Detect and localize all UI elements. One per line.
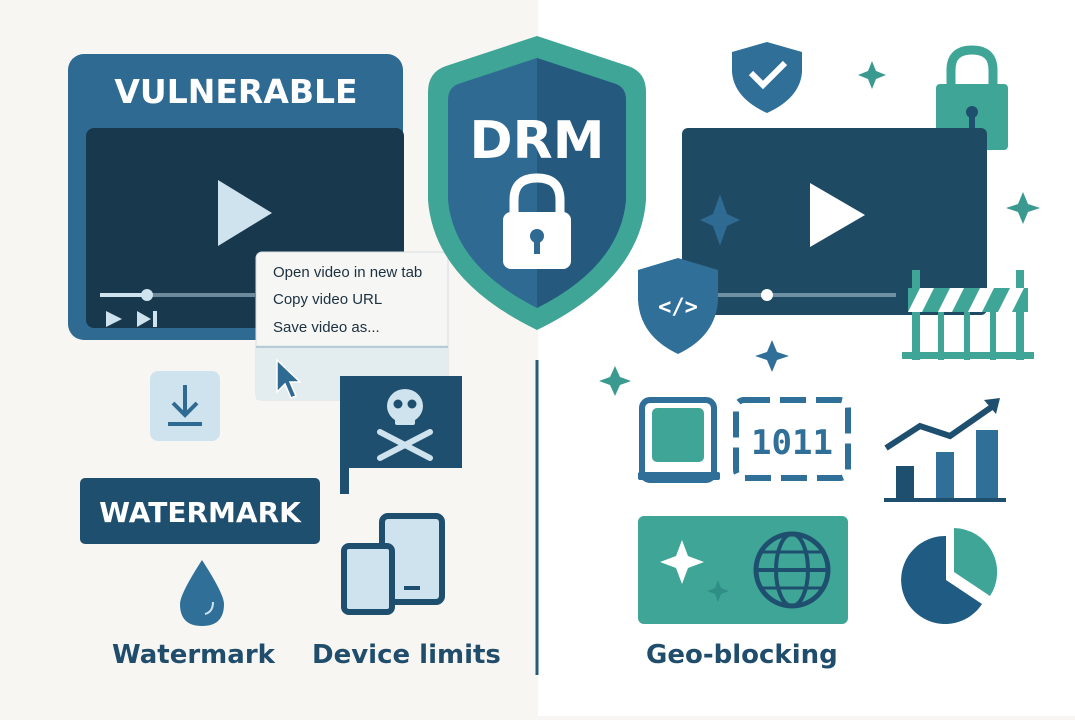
sparkle-icon [1006, 192, 1040, 224]
protected-play-icon[interactable] [810, 183, 865, 247]
drm-label: DRM [470, 111, 605, 171]
protected-progress-handle[interactable] [761, 289, 773, 301]
checkmark-shield-icon [732, 42, 802, 113]
geo-blocking-caption: Geo-blocking [646, 640, 838, 670]
sparkle-icon [858, 61, 886, 89]
download-icon[interactable] [150, 371, 220, 441]
play-icon[interactable] [218, 180, 272, 246]
code-shield-icon: </> [638, 258, 718, 354]
barrier-icon [902, 270, 1034, 360]
sparkle-icon [660, 540, 704, 584]
watermark-badge-label: WATERMARK [99, 496, 302, 529]
devices-icon [341, 513, 445, 615]
cursor-icon [276, 358, 302, 399]
sparkle-icon [700, 194, 740, 246]
sparkle-icon [755, 340, 789, 372]
menu-item-open-new-tab[interactable]: Open video in new tab [273, 264, 423, 281]
protected-player [682, 128, 987, 315]
pie-chart-icon [901, 528, 998, 624]
device-limits-caption: Device limits [312, 640, 501, 670]
code-icon-text: </> [658, 295, 698, 320]
sparkle-icon [707, 580, 729, 602]
sparkle-icon [599, 366, 631, 396]
menu-item-save-video[interactable]: Save video as... [273, 319, 380, 336]
growth-chart-icon [884, 398, 1006, 502]
skip-icon[interactable] [137, 311, 157, 327]
pirate-flag-icon [340, 376, 462, 494]
watermark-badge: WATERMARK [80, 478, 320, 544]
lock-icon [503, 173, 571, 269]
binary-text: 1011 [751, 423, 833, 463]
geo-blocking-card [638, 516, 848, 624]
progress-handle[interactable] [141, 289, 153, 301]
globe-icon [753, 531, 831, 609]
vulnerable-label: VULNERABLE [114, 72, 357, 111]
watermark-caption: Watermark [112, 640, 275, 670]
menu-item-copy-url[interactable]: Copy video URL [273, 291, 383, 308]
binary-icon: 1011 [733, 397, 851, 481]
play-small-icon[interactable] [106, 311, 122, 327]
drm-shield: DRM [428, 36, 646, 330]
water-drop-icon [180, 560, 224, 626]
chip-icon [638, 397, 720, 483]
